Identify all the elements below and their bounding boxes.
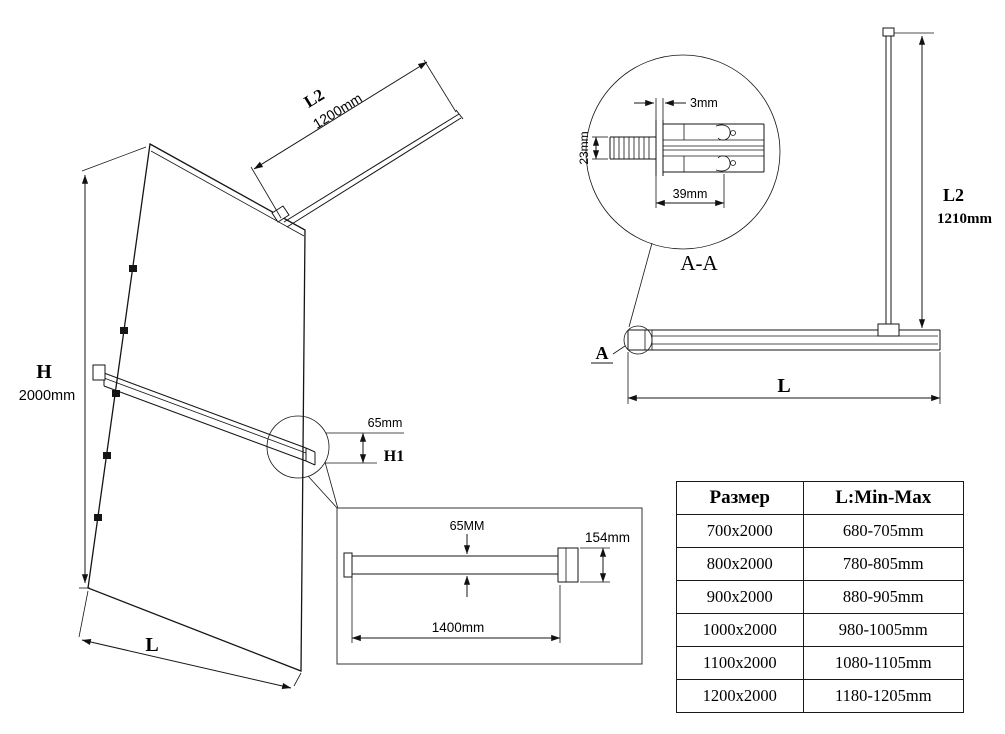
detail-bracket-value: 154mm (585, 530, 630, 545)
size-table-grid: Размер L:Min-Max 700x2000 680-705mm 800x… (676, 481, 965, 713)
detail-height-value: 65MM (450, 519, 485, 533)
gap-dimension: 3mm (634, 96, 718, 120)
plan-l2-value: 1210mm (937, 211, 992, 227)
l-dim-label: L (145, 634, 158, 656)
l-dimension: L (78, 590, 302, 690)
table-row: 900x2000 880-905mm (676, 580, 965, 614)
glass-panel (87, 142, 306, 672)
size-cell: 1000x2000 (676, 613, 804, 647)
plan-l2-label: L2 (943, 185, 964, 205)
h-dim-value: 2000mm (19, 388, 75, 404)
h-dim-label: H (36, 361, 52, 383)
section-circle (585, 54, 781, 250)
depth-dimension: 39mm (655, 174, 725, 208)
detail-bracket-dim: 154mm (580, 530, 630, 583)
range-cell: 1080-1105mm (802, 646, 965, 680)
iso-view: H 2000mm L (19, 142, 306, 690)
range-cell: 880-905mm (802, 580, 965, 614)
h1-dim-value: 65mm (368, 416, 403, 430)
bar-detail-box: 65MM 154mm 1400mm (336, 507, 643, 665)
detail-a-circle (623, 325, 653, 355)
size-cell: 1200x2000 (676, 679, 804, 713)
table-row: 1200x2000 1180-1205mm (676, 679, 965, 713)
table-row: 800x2000 780-805mm (676, 547, 965, 581)
size-cell: 700x2000 (676, 514, 804, 548)
depth-dim-value: 39mm (673, 187, 708, 201)
table-row: 1000x2000 980-1005mm (676, 613, 965, 647)
section-detail: 3mm 23mm 39mm A-A (577, 54, 781, 328)
table-row: 1100x2000 1080-1105mm (676, 646, 965, 680)
towel-bar: 65mm H1 (92, 364, 404, 510)
stud-profile (609, 136, 656, 160)
detail-a-label: A (591, 343, 626, 364)
clamp-profile (655, 120, 765, 176)
range-cell: 980-1005mm (802, 613, 965, 647)
wall-clips (94, 265, 137, 521)
pole-dimension: L2 1210mm (894, 32, 992, 329)
table-header-size: Размер (676, 481, 804, 515)
support-bar: L2 1200mm (250, 59, 464, 228)
range-cell: 680-705mm (802, 514, 965, 548)
size-table: Размер L:Min-Max 700x2000 680-705mm 800x… (676, 481, 965, 713)
plan-view: L2 1210mm L A (591, 27, 992, 404)
h-dimension: H 2000mm (19, 146, 147, 589)
h1-callout: 65mm H1 (325, 416, 404, 465)
size-cell: 900x2000 (676, 580, 804, 614)
range-cell: 780-805mm (802, 547, 965, 581)
gap-dim-value: 3mm (690, 96, 718, 110)
towel-bar-detail-circle (266, 415, 330, 479)
table-header-row: Размер L:Min-Max (676, 481, 965, 515)
detail-height-dim: 65MM (450, 519, 485, 597)
height-dimension: 23mm (577, 131, 608, 165)
table-row: 700x2000 680-705mm (676, 514, 965, 548)
size-cell: 800x2000 (676, 547, 804, 581)
detail-length-dim: 1400mm (351, 577, 561, 643)
support-pole (877, 27, 900, 337)
plan-l-label: L (777, 375, 790, 397)
plan-l-dimension: L (627, 352, 941, 404)
size-cell: 1100x2000 (676, 646, 804, 680)
towel-bar-wall-mount (92, 364, 106, 381)
detail-bracket (557, 547, 579, 583)
detail-bar (343, 547, 579, 583)
table-header-range: L:Min-Max (802, 481, 965, 515)
plan-a-label: A (596, 343, 609, 363)
h1-dim-label: H1 (384, 448, 404, 465)
bar-glass-bracket (271, 205, 290, 223)
l2-dim-label: L2 (301, 85, 328, 112)
range-cell: 1180-1205mm (802, 679, 965, 713)
height-dim-value: 23mm (577, 131, 591, 164)
detail-length-value: 1400mm (432, 620, 485, 635)
section-title: A-A (680, 251, 718, 275)
